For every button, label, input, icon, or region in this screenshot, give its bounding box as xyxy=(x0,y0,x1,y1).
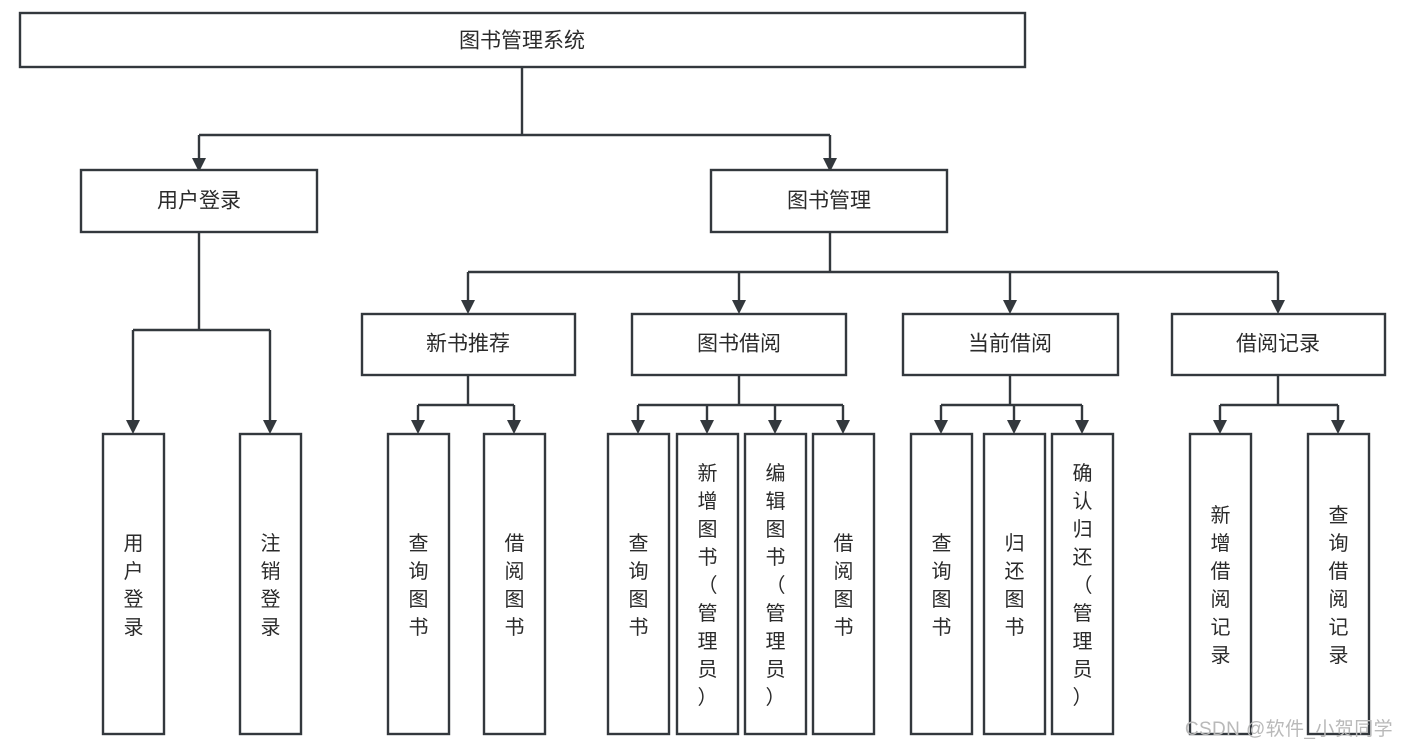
node-leaf-query-book-current[interactable]: 查询图书 xyxy=(909,432,974,736)
node-book-management[interactable]: 图书管理 xyxy=(709,168,949,234)
node-user-login[interactable]: 用户登录 xyxy=(79,168,319,234)
node-current-borrow-box[interactable] xyxy=(901,312,1120,377)
node-leaf-logout-box[interactable] xyxy=(238,432,303,736)
connector-borrow-record-trunk xyxy=(1218,375,1340,422)
node-leaf-query-book-current-box[interactable] xyxy=(909,432,974,736)
arrow-to-leaf-confirm-return-admin xyxy=(1075,420,1089,434)
node-root[interactable]: 图书管理系统 xyxy=(18,11,1027,69)
leaf-node-layer: 用户登录 注销登录 查询图书 借阅图书 查询图书 新增图书（管理员） 编辑图书（管理员） 借阅… xyxy=(101,432,1371,736)
node-leaf-add-book-admin-box[interactable] xyxy=(675,432,740,736)
node-leaf-confirm-return-admin-box[interactable] xyxy=(1050,432,1115,736)
node-book-borrow-box[interactable] xyxy=(630,312,848,377)
node-leaf-query-book-current-label: 查询图书 xyxy=(932,532,952,639)
node-leaf-borrow-book-label: 借阅图书 xyxy=(834,532,854,639)
node-leaf-query-book-recommend[interactable]: 查询图书 xyxy=(386,432,451,736)
connector-new-book-recommend-trunk xyxy=(416,375,516,422)
node-leaf-user-login-label: 用户登录 xyxy=(124,533,144,639)
node-leaf-add-book-admin[interactable]: 新增图书（管理员） xyxy=(675,432,740,736)
node-leaf-query-borrow-record-box[interactable] xyxy=(1306,432,1371,736)
node-leaf-logout-label: 注销登录 xyxy=(261,532,281,639)
connector-book-borrow-trunk xyxy=(636,375,845,422)
node-leaf-query-book-borrow[interactable]: 查询图书 xyxy=(606,432,671,736)
arrow-to-borrow-record xyxy=(1271,300,1285,314)
arrow-to-leaf-add-book-admin xyxy=(700,420,714,434)
arrow-to-book-management xyxy=(823,158,837,172)
node-leaf-borrow-book-box[interactable] xyxy=(811,432,876,736)
node-new-book-recommend-label: 新书推荐 xyxy=(426,333,510,356)
node-leaf-confirm-return-admin-label: 确认归还（管理员） xyxy=(1073,462,1093,709)
node-leaf-return-book-label: 归还图书 xyxy=(1005,532,1025,639)
node-leaf-borrow-book-recommend-box[interactable] xyxy=(482,432,547,736)
node-leaf-add-book-admin-label: 新增图书（管理员） xyxy=(698,462,718,709)
connector-root-trunk xyxy=(197,67,832,160)
node-leaf-confirm-return-admin[interactable]: 确认归还（管理员） xyxy=(1050,432,1115,736)
node-leaf-query-book-borrow-box[interactable] xyxy=(606,432,671,736)
arrow-to-leaf-add-borrow-record xyxy=(1213,420,1227,434)
arrow-to-leaf-query-book-borrow xyxy=(631,420,645,434)
arrow-to-current-borrow xyxy=(1003,300,1017,314)
node-leaf-logout[interactable]: 注销登录 xyxy=(238,432,303,736)
node-leaf-user-login-box[interactable] xyxy=(101,432,166,736)
node-current-borrow[interactable]: 当前借阅 xyxy=(901,312,1120,377)
arrow-to-leaf-edit-book-admin xyxy=(768,420,782,434)
node-current-borrow-label: 当前借阅 xyxy=(968,333,1052,356)
node-leaf-query-borrow-record[interactable]: 查询借阅记录 xyxy=(1306,432,1371,736)
node-leaf-add-borrow-record[interactable]: 新增借阅记录 xyxy=(1188,432,1253,736)
node-leaf-borrow-book-recommend-label: 借阅图书 xyxy=(505,532,525,639)
node-leaf-query-book-recommend-label: 查询图书 xyxy=(409,532,429,639)
node-book-management-label: 图书管理 xyxy=(787,190,871,213)
arrow-to-leaf-user-login xyxy=(126,420,140,434)
node-root-box[interactable] xyxy=(18,11,1027,69)
arrow-to-leaf-return-book xyxy=(1007,420,1021,434)
connector-user-login-trunk xyxy=(131,232,272,422)
node-leaf-query-borrow-record-label: 查询借阅记录 xyxy=(1329,504,1349,667)
node-book-borrow[interactable]: 图书借阅 xyxy=(630,312,848,377)
arrow-to-book-borrow xyxy=(732,300,746,314)
connector-layer xyxy=(126,67,1345,434)
node-book-management-box[interactable] xyxy=(709,168,949,234)
node-new-book-recommend[interactable]: 新书推荐 xyxy=(360,312,577,377)
arrow-to-leaf-borrow-book-recommend xyxy=(507,420,521,434)
arrow-to-leaf-query-book-recommend xyxy=(411,420,425,434)
node-leaf-user-login[interactable]: 用户登录 xyxy=(101,432,166,736)
csdn-watermark: CSDN @软件_小贺同学 xyxy=(1184,719,1393,740)
node-leaf-add-borrow-record-label: 新增借阅记录 xyxy=(1211,504,1231,667)
node-leaf-borrow-book[interactable]: 借阅图书 xyxy=(811,432,876,736)
arrow-to-leaf-logout xyxy=(263,420,277,434)
arrow-to-leaf-borrow-book xyxy=(836,420,850,434)
arrow-to-leaf-query-borrow-record xyxy=(1331,420,1345,434)
node-root-label: 图书管理系统 xyxy=(459,30,585,53)
node-leaf-return-book[interactable]: 归还图书 xyxy=(982,432,1047,736)
arrow-to-user-login xyxy=(192,158,206,172)
arrow-to-new-book-recommend xyxy=(461,300,475,314)
node-user-login-box[interactable] xyxy=(79,168,319,234)
node-borrow-record[interactable]: 借阅记录 xyxy=(1170,312,1387,377)
node-leaf-edit-book-admin[interactable]: 编辑图书（管理员） xyxy=(743,432,808,736)
node-leaf-query-book-borrow-label: 查询图书 xyxy=(629,532,649,639)
node-leaf-return-book-box[interactable] xyxy=(982,432,1047,736)
connector-book-management-trunk xyxy=(466,232,1280,302)
node-borrow-record-label: 借阅记录 xyxy=(1236,333,1320,356)
arrow-to-leaf-query-book-current xyxy=(934,420,948,434)
node-leaf-edit-book-admin-box[interactable] xyxy=(743,432,808,736)
node-user-login-label: 用户登录 xyxy=(157,190,241,213)
node-leaf-query-book-recommend-box[interactable] xyxy=(386,432,451,736)
node-book-borrow-label: 图书借阅 xyxy=(697,333,781,356)
node-leaf-borrow-book-recommend[interactable]: 借阅图书 xyxy=(482,432,547,736)
connector-current-borrow-trunk xyxy=(939,375,1084,422)
node-leaf-edit-book-admin-label: 编辑图书（管理员） xyxy=(766,462,786,709)
node-borrow-record-box[interactable] xyxy=(1170,312,1387,377)
node-new-book-recommend-box[interactable] xyxy=(360,312,577,377)
node-leaf-add-borrow-record-box[interactable] xyxy=(1188,432,1253,736)
